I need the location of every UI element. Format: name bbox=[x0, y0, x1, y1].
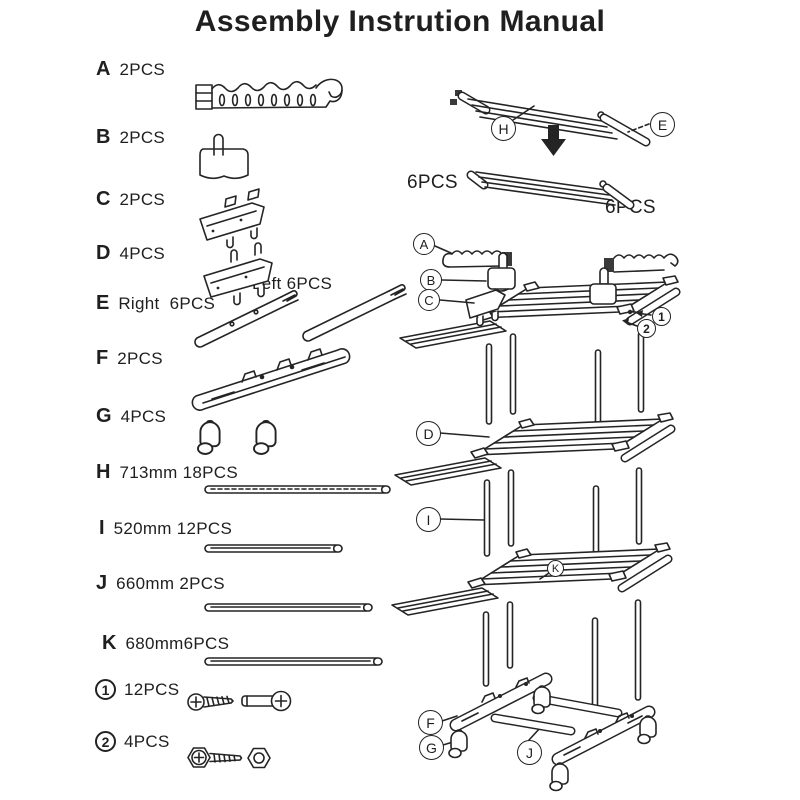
part-qty: 2PCS bbox=[117, 349, 163, 368]
tier-top-attachments bbox=[442, 250, 679, 327]
callout-a: A bbox=[413, 233, 435, 255]
callout-j: J bbox=[517, 740, 542, 765]
part-k-drawing bbox=[204, 657, 383, 666]
step1-arrow-down bbox=[541, 125, 566, 156]
part-letter: K bbox=[102, 632, 117, 654]
part-b-drawing bbox=[199, 133, 249, 180]
step1-assembled-shelf bbox=[466, 170, 635, 210]
part-qty: 660mm 2PCS bbox=[116, 574, 225, 593]
rack-poles bbox=[482, 331, 645, 709]
rack-base bbox=[448, 672, 657, 792]
part-e-drawing bbox=[194, 284, 407, 348]
part-qty: 2PCS bbox=[119, 128, 166, 147]
callout-c: C bbox=[418, 289, 440, 311]
hardware-1-drawing bbox=[187, 690, 292, 712]
part-row-i: I 520mm 12PCS bbox=[99, 517, 232, 540]
part-qty: 4PCS bbox=[120, 407, 167, 426]
part-qty: 520mm 12PCS bbox=[113, 519, 233, 538]
callout-2: 2 bbox=[637, 319, 656, 338]
part-row-b: B 2PCS bbox=[96, 126, 165, 149]
part-row-d: D 4PCS bbox=[96, 242, 165, 265]
callout-h: H bbox=[491, 116, 516, 141]
hardware-qty: 4PCS bbox=[124, 731, 170, 751]
part-letter: H bbox=[96, 461, 111, 483]
part-letter: I bbox=[99, 517, 105, 539]
callout-leader-lines bbox=[434, 245, 652, 746]
part-j-drawing bbox=[204, 603, 373, 612]
hardware-row-2: 2 4PCS bbox=[95, 731, 170, 752]
part-letter: G bbox=[96, 405, 112, 427]
callout-f: F bbox=[418, 710, 443, 735]
part-row-h: H 713mm 18PCS bbox=[96, 461, 238, 484]
part-h-drawing bbox=[204, 485, 391, 494]
callout-i: I bbox=[416, 507, 441, 532]
hardware-number-badge: 1 bbox=[95, 679, 116, 700]
part-e-left-qty: Left 6PCS bbox=[252, 274, 333, 293]
callout-b: B bbox=[420, 269, 442, 291]
part-qty: 2PCS bbox=[119, 190, 166, 209]
part-qty: 680mm6PCS bbox=[125, 634, 230, 653]
callout-1: 1 bbox=[652, 307, 671, 326]
part-d-drawing bbox=[203, 242, 273, 306]
rack-tier-bottom bbox=[392, 543, 670, 615]
hardware-number-badge: 2 bbox=[95, 731, 116, 752]
part-row-g: G 4PCS bbox=[96, 405, 166, 428]
part-i-drawing bbox=[204, 544, 343, 553]
callout-k: K bbox=[547, 560, 564, 577]
part-qty: 4PCS bbox=[119, 244, 166, 263]
step1-qty-left: 6PCS bbox=[407, 172, 458, 193]
part-qty: 713mm 18PCS bbox=[119, 463, 239, 482]
callout-g: G bbox=[419, 735, 444, 760]
hardware-2-drawing bbox=[187, 747, 271, 769]
part-row-e: E Right 6PCS bbox=[96, 292, 215, 315]
step1-exploded-shelf bbox=[450, 90, 651, 147]
part-letter: F bbox=[96, 347, 109, 369]
part-c-drawing bbox=[199, 188, 265, 249]
callout-e: E bbox=[650, 112, 675, 137]
hardware-row-1: 1 12PCS bbox=[95, 679, 179, 700]
part-letter: C bbox=[96, 188, 111, 210]
part-row-a: A 2PCS bbox=[96, 58, 165, 81]
part-a-drawing bbox=[195, 78, 343, 110]
part-letter: B bbox=[96, 126, 111, 148]
part-letter: J bbox=[96, 572, 108, 594]
part-qty: Right 6PCS bbox=[118, 294, 216, 313]
part-row-f: F 2PCS bbox=[96, 347, 163, 370]
part-row-k: K 680mm6PCS bbox=[102, 632, 229, 655]
page-title: Assembly Instrution Manual bbox=[194, 5, 606, 38]
part-letter: D bbox=[96, 242, 111, 264]
part-letter: A bbox=[96, 58, 111, 80]
part-row-j: J 660mm 2PCS bbox=[96, 572, 225, 595]
part-row-c: C 2PCS bbox=[96, 188, 165, 211]
part-qty: 2PCS bbox=[119, 60, 166, 79]
part-f-drawing bbox=[191, 348, 351, 411]
part-g-drawing bbox=[197, 420, 277, 455]
part-letter: E bbox=[96, 292, 110, 314]
callout-d: D bbox=[416, 421, 441, 446]
hardware-qty: 12PCS bbox=[124, 679, 180, 699]
